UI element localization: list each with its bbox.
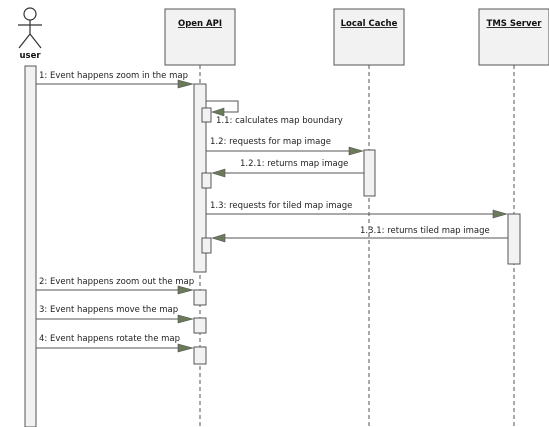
message-1: 1: Event happens zoom in the map	[36, 71, 195, 89]
message-label: 1.3.1: returns tiled map image	[360, 226, 490, 236]
message-1-2-1: 1.2.1: returns map image	[210, 159, 364, 178]
message-label: 2: Event happens zoom out the map	[39, 277, 194, 287]
message-label: 1.2.1: returns map image	[240, 159, 348, 169]
arrowhead	[177, 79, 195, 89]
actor-user: user	[18, 7, 42, 61]
arrowhead	[177, 314, 195, 324]
participant-label: Open API	[178, 19, 222, 29]
activation-local-cache	[363, 149, 376, 197]
participant-box	[164, 8, 236, 66]
participant-box	[478, 8, 549, 66]
message-label: 3: Event happens move the map	[39, 305, 178, 315]
message-label: 4: Event happens rotate the map	[39, 334, 180, 344]
arrowhead	[210, 168, 226, 178]
message-4: 4: Event happens rotate the map	[36, 334, 195, 353]
activation-open-api-nested	[201, 107, 212, 123]
activation-open-api-rotate	[193, 346, 207, 365]
stick-figure-icon	[18, 7, 42, 49]
participant-open-api: Open API	[164, 8, 236, 66]
participant-label: TMS Server	[487, 19, 543, 29]
participant-tms-server: TMS Server	[478, 8, 549, 66]
activation-open-api-zoom-out	[193, 289, 207, 306]
arrowhead	[211, 107, 225, 117]
message-label: 1.1: calculates map boundary	[216, 116, 343, 126]
message-label: 1: Event happens zoom in the map	[39, 71, 188, 81]
arrowhead	[348, 146, 365, 156]
participant-label: Local Cache	[341, 19, 398, 29]
participant-local-cache: Local Cache	[333, 8, 405, 66]
message-line	[206, 100, 239, 113]
message-2: 2: Event happens zoom out the map	[36, 277, 195, 295]
activation-open-api-nested	[201, 172, 212, 189]
actor-label: user	[19, 51, 41, 61]
message-1-3-1: 1.3.1: returns tiled map image	[210, 226, 508, 243]
activation-open-api-nested	[201, 237, 212, 254]
arrowhead	[177, 343, 195, 353]
message-label: 1.3: requests for tiled map image	[210, 201, 352, 211]
participant-box	[333, 8, 405, 66]
message-label: 1.2: requests for map image	[210, 137, 331, 147]
message-1-2: 1.2: requests for map image	[206, 137, 365, 156]
activation-open-api-move	[193, 317, 207, 334]
arrowhead	[210, 233, 226, 243]
arrowhead	[177, 285, 195, 295]
message-3: 3: Event happens move the map	[36, 305, 195, 324]
activation-tms-server	[507, 213, 521, 265]
message-1-3: 1.3: requests for tiled map image	[206, 201, 509, 219]
activation-user	[24, 65, 37, 427]
message-1-1: 1.1: calculates map boundary	[206, 100, 343, 126]
arrowhead	[492, 209, 509, 219]
